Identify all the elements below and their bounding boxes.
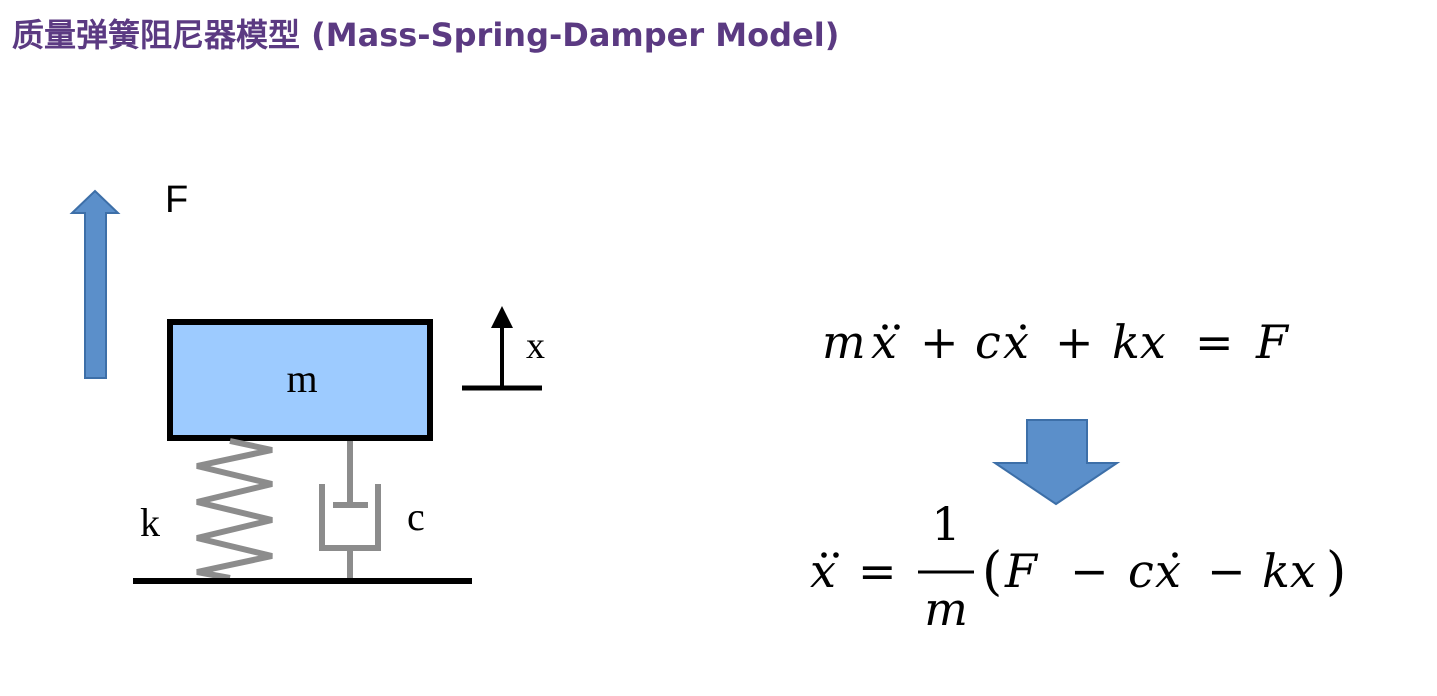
eq2-F: F (1004, 544, 1039, 598)
eq2-kx: kx (1262, 544, 1316, 598)
eq1-equals: = (1195, 315, 1234, 369)
force-label: F (165, 179, 188, 221)
eq2-numerator: 1 (931, 497, 960, 551)
eq2-close-paren: ) (1326, 542, 1346, 602)
eq2-c: c (1128, 544, 1154, 598)
eq1-xddot: x (871, 315, 897, 369)
eq1-kx: kx (1112, 315, 1166, 369)
eq1-plus-1: + (920, 315, 959, 369)
equation-of-motion: m x + c x + kx = F (822, 315, 1290, 369)
damper-icon (319, 441, 381, 578)
spring-label: k (140, 500, 160, 545)
damper-label: c (407, 494, 425, 539)
eq2-denominator: m (924, 582, 968, 636)
mass-block (167, 319, 433, 441)
eq2-minus-2: − (1207, 544, 1246, 598)
force-arrow-icon (69, 189, 121, 379)
eq2-xdot: x (1155, 544, 1181, 598)
displacement-arrow-icon (462, 306, 542, 391)
acceleration-equation: x = 1 m ( F − c x − kx ) (810, 497, 1346, 636)
eq1-c: c (975, 315, 1001, 369)
eq1-m: m (822, 315, 866, 369)
eq2-open-paren: ( (982, 542, 1002, 602)
mass-label: m (286, 356, 317, 401)
spring-icon (196, 438, 273, 581)
eq2-xddot: x (810, 544, 836, 598)
eq1-F: F (1255, 315, 1290, 369)
down-arrow-icon (991, 419, 1121, 506)
eq2-equals: = (858, 544, 897, 598)
slide-title: 质量弹簧阻尼器模型 (Mass-Spring-Damper Model) (12, 16, 840, 54)
eq1-xdot: x (1003, 315, 1029, 369)
displacement-label: x (526, 325, 545, 367)
eq1-plus-2: + (1055, 315, 1094, 369)
eq2-minus-1: − (1070, 544, 1109, 598)
